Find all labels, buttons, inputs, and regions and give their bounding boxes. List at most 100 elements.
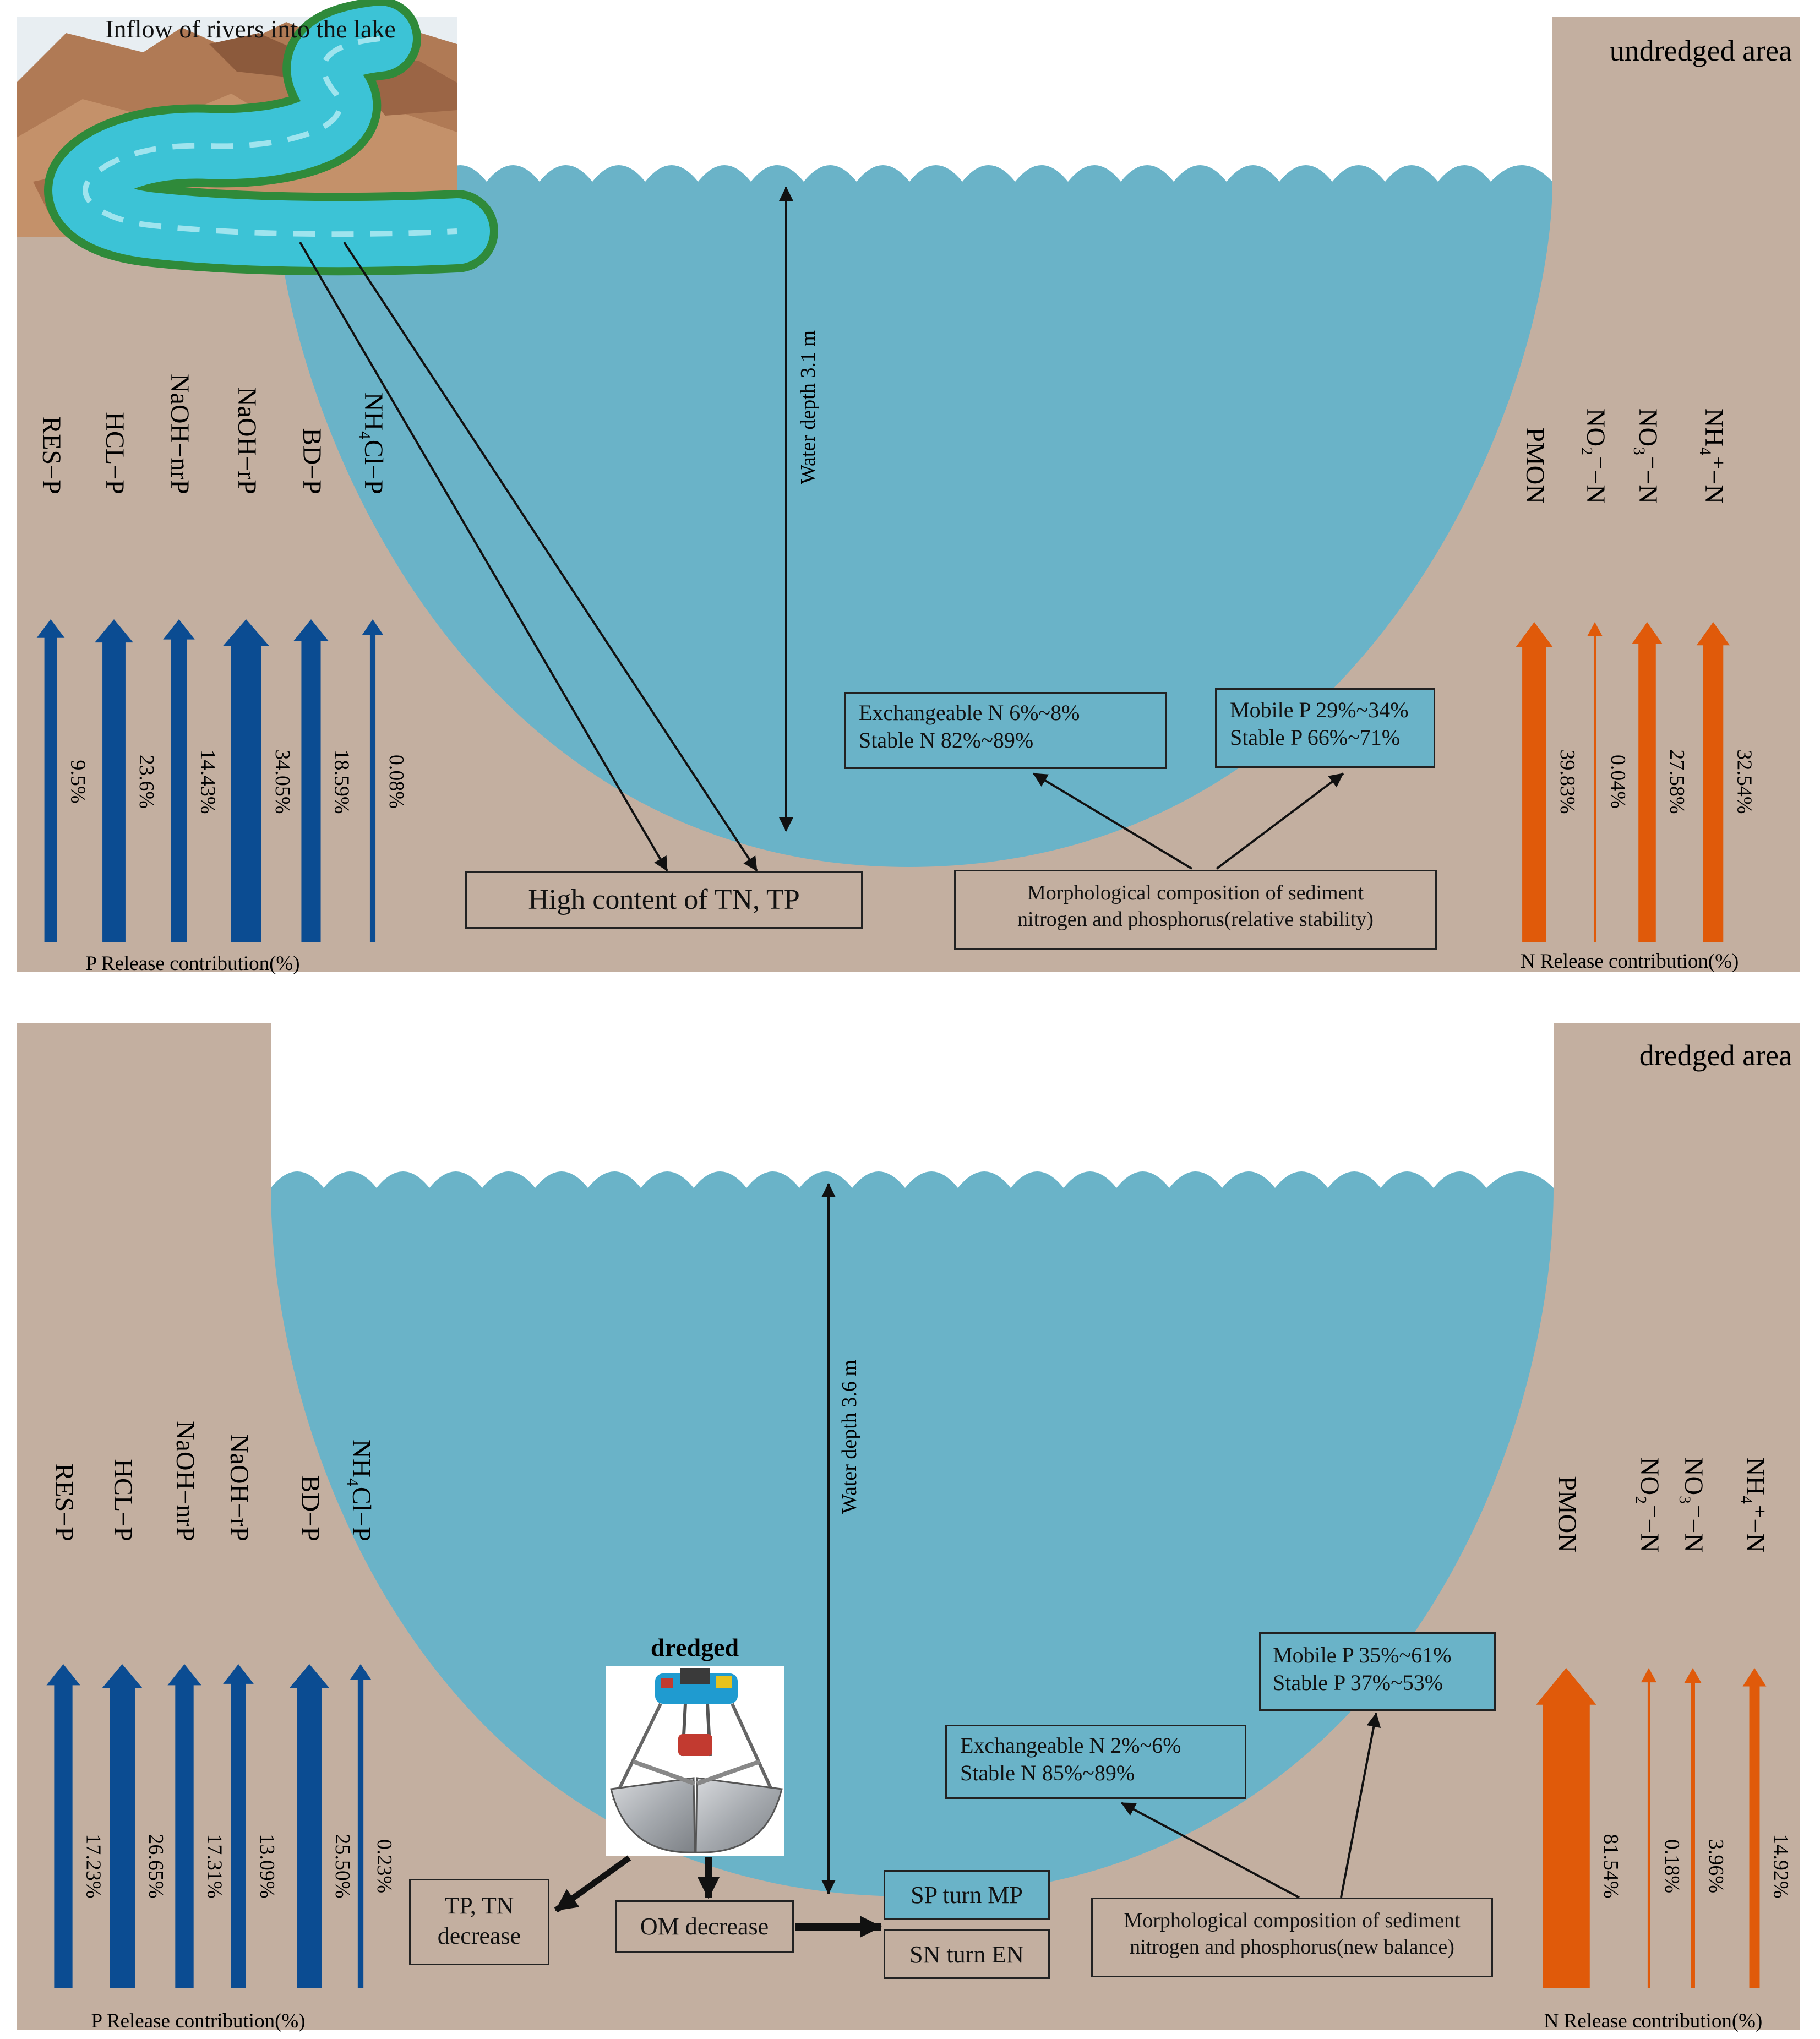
- n-label-no-n: NO₃⁻−N: [1633, 408, 1663, 504]
- n-label-no-n: NO₂⁻−N: [1581, 408, 1610, 504]
- water-depth-label: Water depth 3.6 m: [838, 1360, 861, 1514]
- area-label: undredged area: [1610, 34, 1792, 67]
- p-release-arrows: 17.23% RES−P 26.65% HCL−P 17.31% NaOH−nrP 13.0…: [46, 1421, 396, 1988]
- n-value-nh-n: 14.92%: [1769, 1834, 1792, 1898]
- p-arrow-bd-p: [289, 1664, 330, 1988]
- tp-tn-line-2: decrease: [437, 1922, 521, 1949]
- n-arrow-pmon: [1516, 622, 1553, 942]
- p-arrow-naoh-nrp: [163, 619, 195, 942]
- lake-water: [271, 1171, 1554, 1896]
- p-label-res-p: RES−P: [50, 1463, 79, 1541]
- morph-line-2: nitrogen and phosphorus(new balance): [1130, 1935, 1454, 1959]
- p-arrow-naoh-nrp: [167, 1664, 201, 1988]
- inset-title: Inflow of rivers into the lake: [105, 15, 396, 43]
- p-value-bd-p: 18.59%: [330, 749, 353, 814]
- sn-turn-en-box: SN turn EN: [884, 1929, 1050, 1979]
- morph-line-1: Morphological composition of sediment: [1027, 881, 1364, 904]
- p-value-naoh-rp: 13.09%: [255, 1834, 279, 1898]
- n-value-pmon: 81.54%: [1599, 1834, 1622, 1898]
- n-release-arrows: 39.83%PMON0.04%NO₂⁻−N27.58%NO₃⁻−N32.54%N…: [1516, 408, 1756, 942]
- n-release-caption: N Release contribution(%): [1521, 950, 1739, 973]
- n-arrow-nh-n: [1742, 1668, 1767, 1988]
- p-label-nh-cl-p: NH₄Cl−P: [347, 1440, 376, 1541]
- p-label-hcl-p: HCL−P: [100, 412, 129, 494]
- p-label-res-p: RES−P: [37, 416, 66, 494]
- nitrogen-form-box: Exchangeable N 6%~8% Stable N 82%~89%: [844, 692, 1167, 769]
- p-label-bd-p: BD−P: [297, 428, 326, 494]
- sp-turn-mp-box: SP turn MP: [884, 1870, 1050, 1920]
- dredge-grab-image: [606, 1666, 784, 1856]
- n-arrow-no-n: [1587, 622, 1603, 942]
- p-value-nh-cl-p: 0.08%: [385, 755, 408, 809]
- tp-tn-decrease-box: TP, TN decrease: [409, 1879, 549, 1965]
- p-value-naoh-nrp: 17.31%: [203, 1834, 226, 1898]
- p-label-nh-cl-p: NH₄Cl−P: [359, 392, 388, 494]
- p-value-hcl-p: 23.6%: [135, 755, 158, 809]
- om-decrease-box: OM decrease: [615, 1900, 794, 1953]
- p-value-naoh-rp: 34.05%: [271, 749, 294, 814]
- n-box-line-2: Stable N 85%~89%: [960, 1760, 1135, 1785]
- morph-arrow-p: [1216, 772, 1344, 870]
- n-box-line-2: Stable N 82%~89%: [859, 728, 1034, 753]
- p-value-bd-p: 25.50%: [331, 1834, 354, 1898]
- p-value-hcl-p: 26.65%: [144, 1834, 167, 1898]
- p-value-naoh-nrp: 14.43%: [197, 749, 220, 814]
- n-value-no-n: 3.96%: [1704, 1839, 1728, 1893]
- phosphorus-form-box: Mobile P 35%~61% Stable P 37%~53%: [1259, 1632, 1496, 1711]
- morph-line-1: Morphological composition of sediment: [1124, 1909, 1461, 1932]
- n-release-caption: N Release contribution(%): [1544, 2010, 1763, 2032]
- om-decrease-text: OM decrease: [640, 1913, 769, 1940]
- n-label-nh-n: NH₄⁺−N: [1741, 1457, 1770, 1552]
- high-content-text: High content of TN, TP: [528, 884, 800, 915]
- high-content-box: High content of TN, TP: [465, 871, 863, 929]
- dredge-label: dredged: [651, 1633, 739, 1661]
- p-arrow-hcl-p: [95, 619, 133, 942]
- p-value-res-p: 17.23%: [82, 1834, 105, 1898]
- tp-tn-line-1: TP, TN: [444, 1892, 514, 1919]
- water-depth-label: Water depth 3.1 m: [797, 330, 820, 484]
- p-arrow-bd-p: [293, 619, 329, 942]
- morphology-box: Morphological composition of sediment ni…: [954, 870, 1437, 950]
- p-label-naoh-rp: NaOH−rP: [225, 1434, 254, 1541]
- p-release-caption: P Release contribution(%): [91, 2010, 305, 2032]
- n-arrow-no-n: [1632, 622, 1663, 942]
- p-label-naoh-rp: NaOH−rP: [232, 387, 261, 494]
- sn-turn-en-text: SN turn EN: [909, 1940, 1024, 1968]
- p-box-line-2: Stable P 37%~53%: [1273, 1670, 1443, 1695]
- p-label-naoh-nrp: NaOH−nrP: [165, 374, 194, 494]
- n-box-line-1: Exchangeable N 2%~6%: [960, 1733, 1181, 1758]
- p-arrow-hcl-p: [102, 1664, 143, 1988]
- n-value-no-n: 0.18%: [1660, 1839, 1683, 1893]
- n-box-line-1: Exchangeable N 6%~8%: [859, 700, 1080, 725]
- p-arrow-res-p: [46, 1664, 80, 1988]
- n-arrow-no-n: [1684, 1668, 1702, 1988]
- p-box-line-1: Mobile P 35%~61%: [1273, 1643, 1452, 1667]
- sp-turn-mp-text: SP turn MP: [911, 1881, 1023, 1909]
- n-label-pmon: PMON: [1521, 427, 1550, 504]
- p-label-naoh-nrp: NaOH−nrP: [171, 1421, 200, 1541]
- p-arrow-naoh-rp: [223, 1664, 254, 1988]
- n-value-pmon: 39.83%: [1556, 749, 1579, 814]
- p-arrow-naoh-rp: [223, 619, 269, 942]
- n-label-pmon: PMON: [1552, 1476, 1582, 1552]
- inflow-arrow-1: [299, 241, 668, 872]
- panel-dredged: Water depth 3.6 m dredged dredged area 1…: [17, 1023, 1800, 2032]
- phosphorus-form-box: Mobile P 29%~34% Stable P 66%~71%: [1215, 688, 1435, 768]
- p-box-line-1: Mobile P 29%~34%: [1230, 697, 1409, 722]
- morphology-box: Morphological composition of sediment ni…: [1091, 1898, 1493, 1977]
- p-release-caption: P Release contribution(%): [85, 952, 299, 975]
- morph-line-2: nitrogen and phosphorus(relative stabili…: [1017, 907, 1374, 931]
- inflow-arrow-2: [343, 241, 758, 872]
- n-release-arrows: 81.54%PMON0.18%NO₂⁻−N3.96%NO₃⁻−N14.92%NH…: [1536, 1457, 1792, 1988]
- p-value-res-p: 9.5%: [66, 760, 89, 803]
- n-value-no-n: 0.04%: [1606, 755, 1630, 809]
- p-label-hcl-p: HCL−P: [108, 1459, 138, 1541]
- p-label-bd-p: BD−P: [296, 1475, 325, 1541]
- panel-undredged: Inflow of rivers into the lake Water dep…: [17, 0, 1800, 975]
- n-arrow-nh-n: [1696, 622, 1730, 942]
- n-value-nh-n: 32.54%: [1732, 749, 1756, 814]
- p-arrow-nh-cl-p: [350, 1664, 372, 1988]
- morph-arrow-n: [1121, 1802, 1300, 1899]
- dredge-to-tptn-arrow: [554, 1855, 631, 1913]
